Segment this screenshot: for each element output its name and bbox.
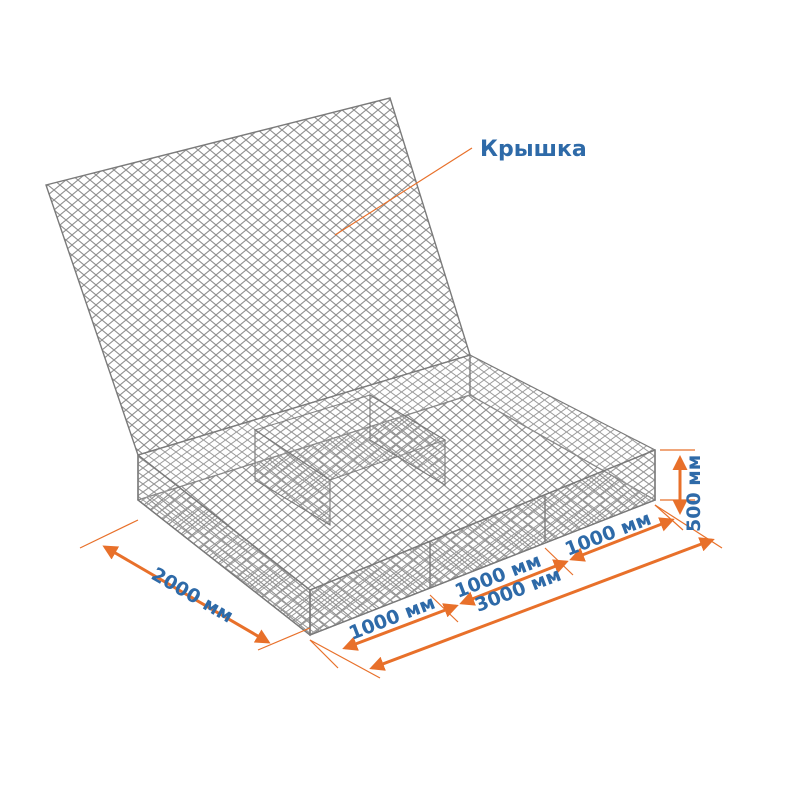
depth-label: 2000 мм (148, 563, 237, 627)
height-label: 500 мм (683, 455, 705, 532)
height-dimension: 500 мм (660, 449, 705, 532)
gabion-diaphragm-2 (369, 394, 446, 486)
lid-leader-line (334, 147, 473, 236)
lid-label: Крышка (480, 137, 587, 162)
